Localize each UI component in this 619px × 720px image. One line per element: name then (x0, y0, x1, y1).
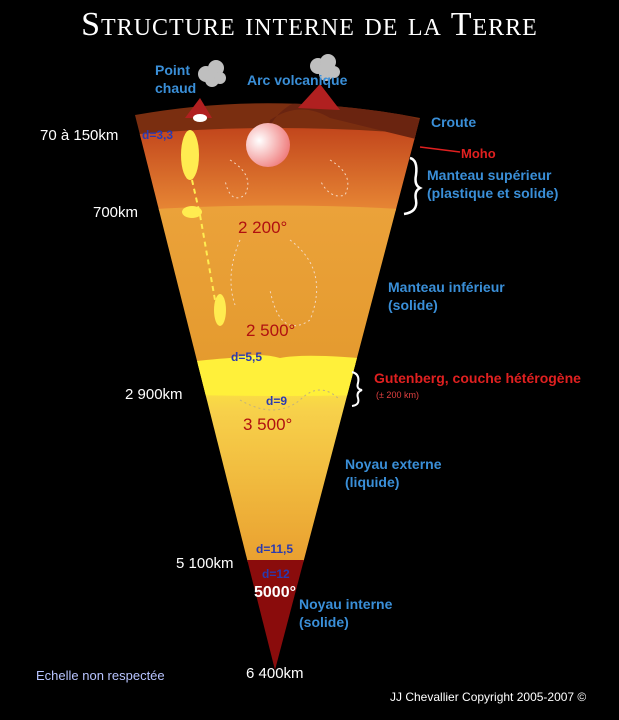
upper-mantle-brace (403, 156, 423, 216)
hot-spot-volcano (185, 98, 212, 118)
crust-label: Croute (431, 114, 477, 130)
depth-crust: 70 à 150km (40, 127, 119, 144)
upper-mantle-label: Manteau supérieur (plastique et solide) (427, 167, 559, 201)
gutenberg-note: (± 200 km) (376, 390, 419, 400)
depth-outer-core: 5 100km (176, 555, 234, 572)
temperature-inner-core: 5000° (254, 584, 296, 601)
ash-cloud-icon (198, 60, 226, 87)
density-lower-mantle: d=5,5 (231, 350, 263, 364)
temperature-outer-core: 3 500° (243, 415, 293, 434)
magma-bubble (246, 123, 290, 167)
plume-blob (181, 130, 199, 180)
density-crust: d=3,3 (142, 128, 174, 142)
copyright: JJ Chevallier Copyright 2005-2007 © (390, 690, 587, 704)
moho-line (419, 146, 461, 153)
page-title: Structure interne de la Terre (81, 6, 538, 43)
volcanic-arc-label: Arc volcanique (247, 72, 348, 88)
density-outer-core: d=11,5 (256, 542, 294, 556)
convection-current (239, 389, 341, 411)
density-gutenberg: d=9 (266, 394, 288, 408)
outer-core-label: Noyau externe (liquide) (345, 456, 442, 490)
moho-label: Moho (461, 146, 496, 161)
gutenberg-brace (351, 371, 363, 407)
convection-current (230, 239, 241, 306)
plume-blob (214, 294, 226, 326)
hot-spot-glow (193, 114, 207, 122)
hot-spot-label: Point chaud (155, 62, 197, 96)
gutenberg-label: Gutenberg, couche hétérogène (374, 370, 581, 386)
temperature-upper: 2 200° (238, 218, 288, 237)
depth-lower-mantle: 2 900km (125, 386, 183, 403)
plume-blob (182, 206, 202, 218)
convection-current (269, 239, 318, 327)
plume-path (191, 179, 216, 301)
lower-mantle-label: Manteau inférieur (solide) (388, 279, 505, 313)
density-inner-core: d=12 (262, 567, 290, 581)
ash-cloud-icon (310, 54, 340, 81)
arc-volcano (298, 84, 340, 110)
depth-upper-mantle: 700km (93, 204, 139, 221)
temperature-lower: 2 500° (246, 321, 296, 340)
depth-center: 6 400km (246, 665, 304, 682)
inner-core-label: Noyau interne (solide) (299, 596, 393, 630)
scale-note: Echelle non respectée (36, 668, 165, 683)
